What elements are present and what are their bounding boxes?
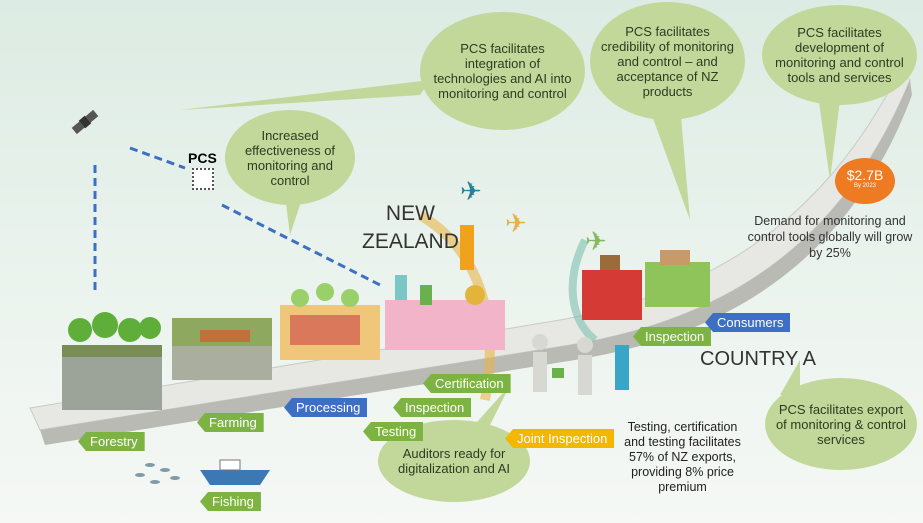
bubble-tail	[650, 105, 690, 220]
pcs-label: PCS	[188, 150, 217, 166]
tag-farming: Farming	[197, 413, 264, 432]
plane-icon: ✈	[460, 176, 482, 206]
bubble-export: PCS facilitates export of monitoring & c…	[765, 378, 917, 470]
pcs-qr-icon	[192, 168, 214, 190]
road-side	[40, 80, 912, 445]
bubble-integration: PCS facilitates integration of technolog…	[420, 12, 585, 130]
plane-icon: ✈	[505, 208, 527, 238]
processing-block	[280, 283, 380, 360]
tag-joint-inspection: Joint Inspection	[505, 429, 615, 448]
farming-block	[172, 318, 272, 380]
import-arc	[568, 238, 598, 344]
tag-forestry: Forestry	[78, 432, 145, 451]
forestry-block	[62, 312, 162, 410]
market-badge: $2.7B By 2023	[835, 158, 895, 204]
nz-line-1: NEW	[385, 202, 435, 225]
new-zealand-label: NEW ZEALAND	[362, 200, 459, 256]
market-value: $2.7B	[846, 167, 884, 183]
fish-school-icon	[135, 463, 180, 484]
bubble-credibility: PCS facilitates credibility of monitorin…	[590, 2, 745, 120]
bubble-auditors: Auditors ready for digitalization and AI	[378, 420, 530, 502]
country-a-label: COUNTRY A	[700, 348, 816, 370]
lab-block	[385, 275, 505, 350]
dashed-arrow	[221, 203, 381, 287]
tag-testing: Testing	[363, 422, 424, 441]
kiosk-nz	[460, 225, 474, 270]
plane-icon: ✈	[585, 226, 607, 256]
demand-text: Demand for monitoring and control tools …	[747, 214, 913, 260]
testing-text: Testing, certification and testing facil…	[624, 420, 741, 494]
market-sub: By 2023	[853, 183, 877, 189]
tag-certification: Certification	[423, 374, 511, 393]
tag-inspection-nz: Inspection	[393, 398, 472, 417]
bubble-tail	[818, 95, 840, 180]
bubble-effectiveness: Increased effectiveness of monitoring an…	[225, 110, 355, 205]
handshake-people-icon	[532, 334, 593, 395]
dashed-arrow	[129, 146, 186, 170]
satellite-icon	[71, 109, 99, 135]
tag-processing: Processing	[284, 398, 368, 417]
bubble-development: PCS facilitates development of monitorin…	[762, 5, 917, 105]
kiosk-a	[615, 345, 629, 390]
fishing-boat-icon	[200, 459, 270, 485]
nz-line-2: ZEALAND	[362, 230, 459, 253]
country-a-block	[582, 250, 710, 320]
tag-consumers: Consumers	[705, 313, 791, 332]
tag-fishing: Fishing	[200, 492, 261, 511]
tag-inspection-a: Inspection	[633, 327, 712, 346]
bubble-tail	[180, 80, 430, 110]
